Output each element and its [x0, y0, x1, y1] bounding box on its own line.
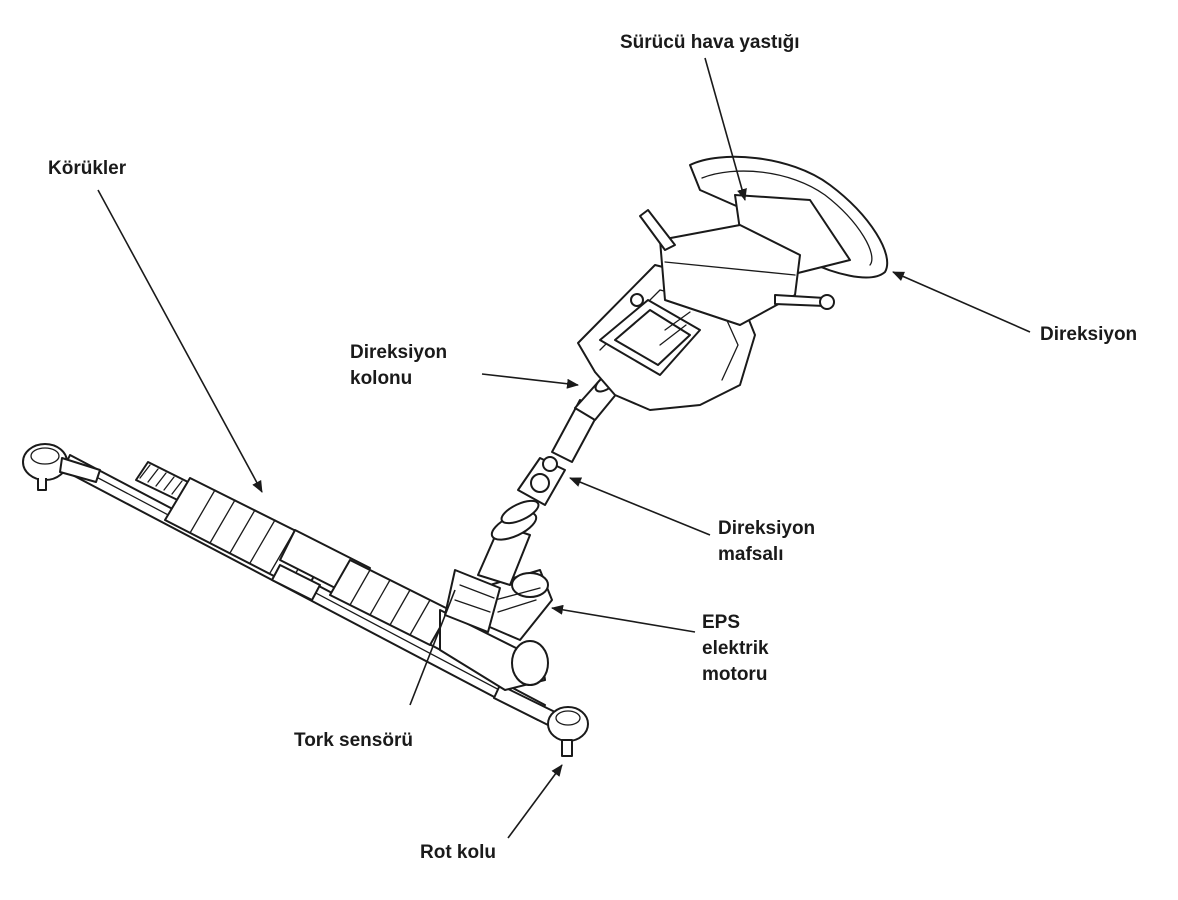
right-tie-rod-end	[493, 684, 589, 757]
label-steering-wheel: Direksiyon	[1040, 324, 1138, 345]
leader-tie-rod	[507, 764, 563, 839]
label-tie-rod: Rot kolu	[420, 842, 496, 863]
torque-sensor	[444, 569, 501, 633]
leader-joint	[569, 477, 711, 536]
steering-rack	[22, 443, 589, 757]
leader-airbag	[704, 57, 747, 201]
label-bellows: Körükler	[48, 158, 127, 179]
steering-shaft	[477, 499, 540, 586]
eps-motor	[484, 569, 553, 641]
leader-torque-sensor	[409, 589, 456, 706]
label-eps-motor: EPS elektrik motoru	[702, 612, 769, 685]
leader-motor	[551, 604, 696, 633]
label-steering-column: Direksiyon kolonu	[350, 342, 448, 389]
steering-joint	[517, 456, 566, 506]
label-airbag: Sürücü hava yastığı	[620, 32, 800, 53]
leader-bellows	[97, 189, 263, 493]
right-bellows	[329, 559, 451, 646]
left-tie-rod-end	[22, 443, 101, 491]
leader-column	[481, 373, 579, 389]
label-steering-joint: Direksiyon mafsalı	[718, 518, 816, 565]
leader-steering-wheel	[892, 271, 1031, 333]
label-torque-sensor: Tork sensörü	[294, 730, 413, 751]
steering-wheel	[639, 155, 889, 326]
